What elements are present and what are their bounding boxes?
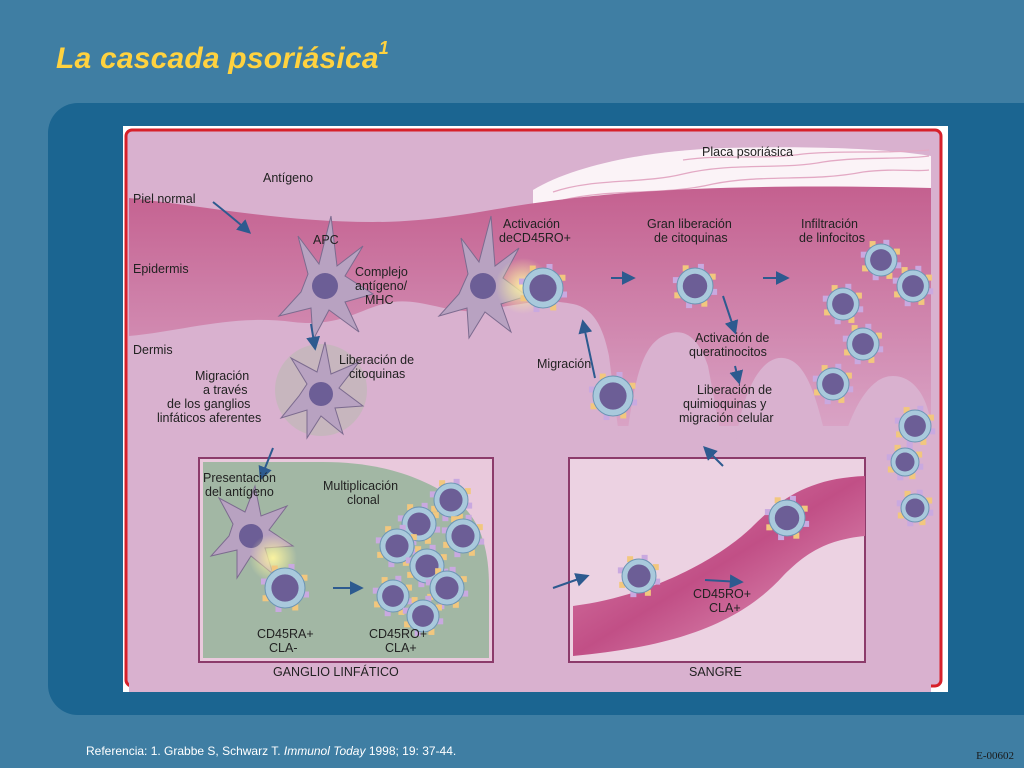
label-presentacion-2: del antígeno — [205, 485, 274, 499]
arrow-to-keratinocyte — [722, 295, 739, 335]
reference-prefix: Referencia: 1. Grabbe S, Schwarz T. — [86, 744, 284, 758]
arrow-antigen-entry — [212, 201, 252, 234]
lymphocyte-cell — [441, 514, 485, 558]
label-migracion-ganglio-2: a través — [203, 383, 247, 397]
lymphocyte-cell — [617, 554, 661, 598]
reference-journal: Immunol Today — [283, 744, 366, 758]
lymphocyte-cell — [672, 263, 718, 309]
label-migracion-ganglio-3: de los ganglios — [167, 397, 250, 411]
arrow-chemokine-to-blood — [703, 446, 724, 467]
arrow-apc-down — [306, 323, 321, 351]
label-migracion: Migración — [537, 357, 591, 371]
label-quimioquinas-1: Liberación de — [697, 383, 772, 397]
lymphocyte-cell — [402, 595, 444, 637]
lymphocyte-cell — [518, 263, 568, 313]
label-liberacion-1: Liberación de — [339, 353, 414, 367]
lymphocyte-cell — [886, 443, 924, 481]
arrow-blood-flow — [704, 574, 744, 589]
label-activacion-2: deCD45RO+ — [499, 231, 571, 245]
label-migracion-ganglio-1: Migración — [195, 369, 249, 383]
lymphocyte-cell — [896, 489, 934, 527]
arrow-migration-up — [578, 319, 596, 379]
lymphocyte-cell — [842, 323, 884, 365]
label-cd45ra-2: CLA- — [269, 641, 297, 655]
pathway-arrows — [212, 201, 790, 595]
label-apc: APC — [313, 233, 339, 247]
lymphocyte-cell — [372, 575, 414, 617]
apc-cell-migrating — [275, 341, 367, 440]
lymphocyte-cell — [892, 265, 934, 307]
label-cd45ra-1: CD45RA+ — [257, 627, 314, 641]
label-cd45ro-blood-2: CLA+ — [709, 601, 741, 615]
label-queratinocitos-1: Activación de — [695, 331, 769, 345]
label-multiplicacion-2: clonal — [347, 493, 380, 507]
label-dermis: Dermis — [133, 343, 173, 357]
lymphocyte-cell — [588, 371, 638, 421]
label-presentacion-1: Presentación — [203, 471, 276, 485]
label-complejo-2: antígeno/ — [355, 279, 408, 293]
label-multiplicacion-1: Multiplicación — [323, 479, 398, 493]
label-quimioquinas-3: migración celular — [679, 411, 773, 425]
reference-suffix: 1998; 19: 37-44. — [365, 744, 457, 758]
arrow-to-chemokine — [729, 365, 744, 385]
label-infiltracion-2: de linfocitos — [799, 231, 865, 245]
label-complejo-3: MHC — [365, 293, 393, 307]
title-superscript: 1 — [378, 38, 389, 58]
label-liberacion-2: citoquinas — [349, 367, 405, 381]
slide-code: E-00602 — [976, 750, 1014, 762]
label-migracion-ganglio-4: linfáticos aferentes — [157, 411, 261, 425]
diagram-labels: Placa psoriásica Antígeno Piel normal Ep… — [133, 145, 865, 679]
slide-title-text: La cascada psoriásica — [56, 42, 379, 75]
arrow-to-blood — [552, 573, 590, 589]
label-quimioquinas-2: quimioquinas y — [683, 397, 767, 411]
lymphocyte-cell — [860, 239, 902, 281]
label-infiltracion-1: Infiltración — [801, 217, 858, 231]
label-cd45ro-blood-1: CD45RO+ — [693, 587, 751, 601]
label-placa-psoriasica: Placa psoriásica — [702, 145, 793, 159]
lymphocyte-group — [260, 239, 936, 637]
psoriasis-cascade-figure: Placa psoriásica Antígeno Piel normal Ep… — [123, 126, 948, 692]
lymphocyte-cell — [397, 502, 441, 546]
label-gran-liberacion-1: Gran liberación — [647, 217, 732, 231]
label-antigeno: Antígeno — [263, 171, 313, 185]
lymphocyte-cell — [812, 363, 854, 405]
lymphocyte-cell — [894, 405, 936, 447]
label-epidermis: Epidermis — [133, 262, 189, 276]
lymphocyte-cell — [764, 495, 810, 541]
label-sangre: SANGRE — [689, 665, 742, 679]
plaque-scale-lines — [552, 149, 930, 201]
cascade-diagram: Placa psoriásica Antígeno Piel normal Ep… — [124, 128, 943, 692]
label-queratinocitos-2: queratinocitos — [689, 345, 767, 359]
lymphocyte-cell — [260, 563, 310, 613]
label-activacion-1: Activación — [503, 217, 560, 231]
footer-reference: Referencia: 1. Grabbe S, Schwarz T. Immu… — [86, 744, 456, 758]
label-cd45ro-node-1: CD45RO+ — [369, 627, 427, 641]
slide-title: La cascada psoriásica1 — [56, 38, 389, 76]
arrow-to-node — [258, 447, 274, 481]
label-cd45ro-node-2: CLA+ — [385, 641, 417, 655]
label-ganglio-linfatico: GANGLIO LINFÁTICO — [273, 664, 399, 679]
label-complejo-1: Complejo — [355, 265, 408, 279]
lymphocyte-cell — [822, 283, 864, 325]
label-gran-liberacion-2: de citoquinas — [654, 231, 728, 245]
lymphocyte-cell — [429, 478, 473, 522]
apc-cell-epidermis — [277, 215, 375, 342]
label-piel-normal: Piel normal — [133, 192, 196, 206]
